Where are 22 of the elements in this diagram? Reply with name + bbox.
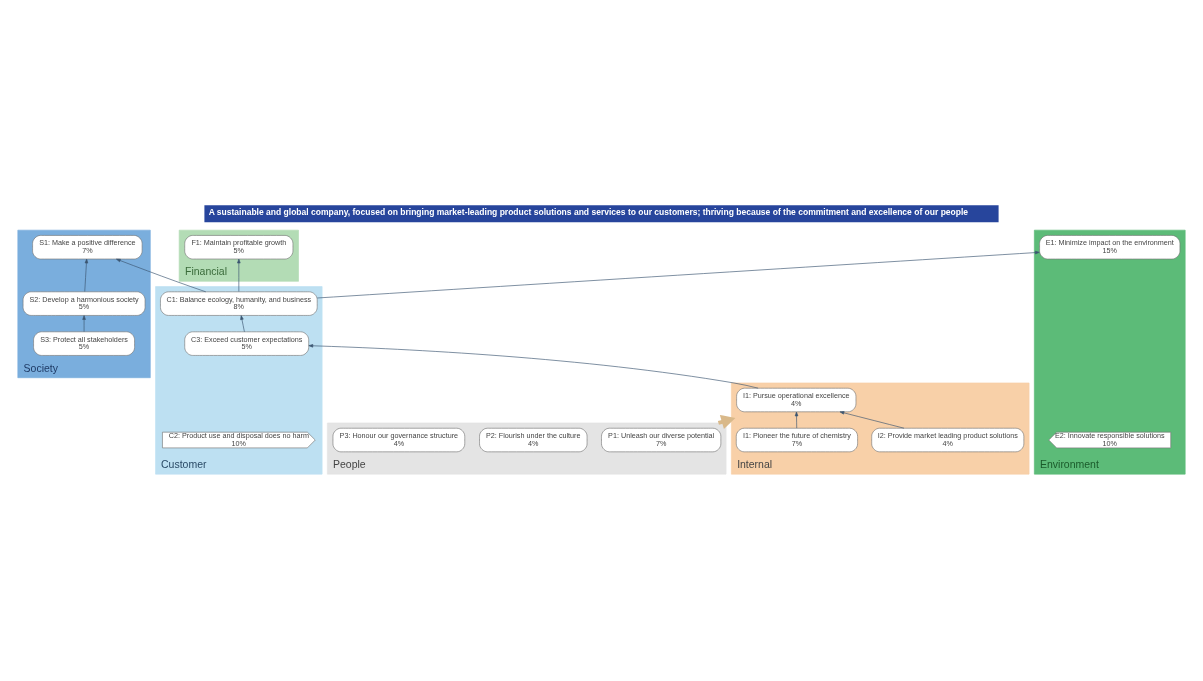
node-box: E1: Minimize impact on the environment 15% (1039, 234, 1181, 259)
arrow (794, 411, 799, 428)
node-box: S2: Develop a harmonious society 5% (22, 291, 146, 316)
node-box: S1: Make a positive difference 7% (32, 234, 143, 259)
node-box: P1: Unleash our diverse potential 7% (601, 427, 722, 452)
arrow (316, 250, 1040, 298)
node-box: I2: Provide market leading product solutions 4% (871, 427, 1025, 452)
arrow (116, 258, 207, 292)
arrow (308, 343, 759, 388)
node-box: P3: Honour our governance structure 4% (332, 427, 466, 452)
node-box: F1: Maintain profitable growth 5% (184, 234, 294, 259)
arrow (82, 314, 86, 332)
arrow (839, 410, 905, 428)
arrow (84, 258, 89, 292)
diagram-title: A sustainable and global company, focused on bringing market-leading product solutions and services to our customers; thriving because of the commitment and excellence of our people (208, 206, 969, 217)
node-box: C1: Balance ecology, humanity, and business 8% (160, 291, 318, 316)
node-box: S3: Protect all stakeholders 5% (33, 331, 135, 356)
node-box: I1: Pioneer the future of chemistry 7% (735, 427, 858, 452)
node-box: C3: Exceed customer expectations 5% (184, 331, 309, 356)
arrow (240, 314, 245, 332)
arrow (237, 258, 241, 292)
node-box: P2: Flourish under the culture 4% (479, 427, 588, 452)
